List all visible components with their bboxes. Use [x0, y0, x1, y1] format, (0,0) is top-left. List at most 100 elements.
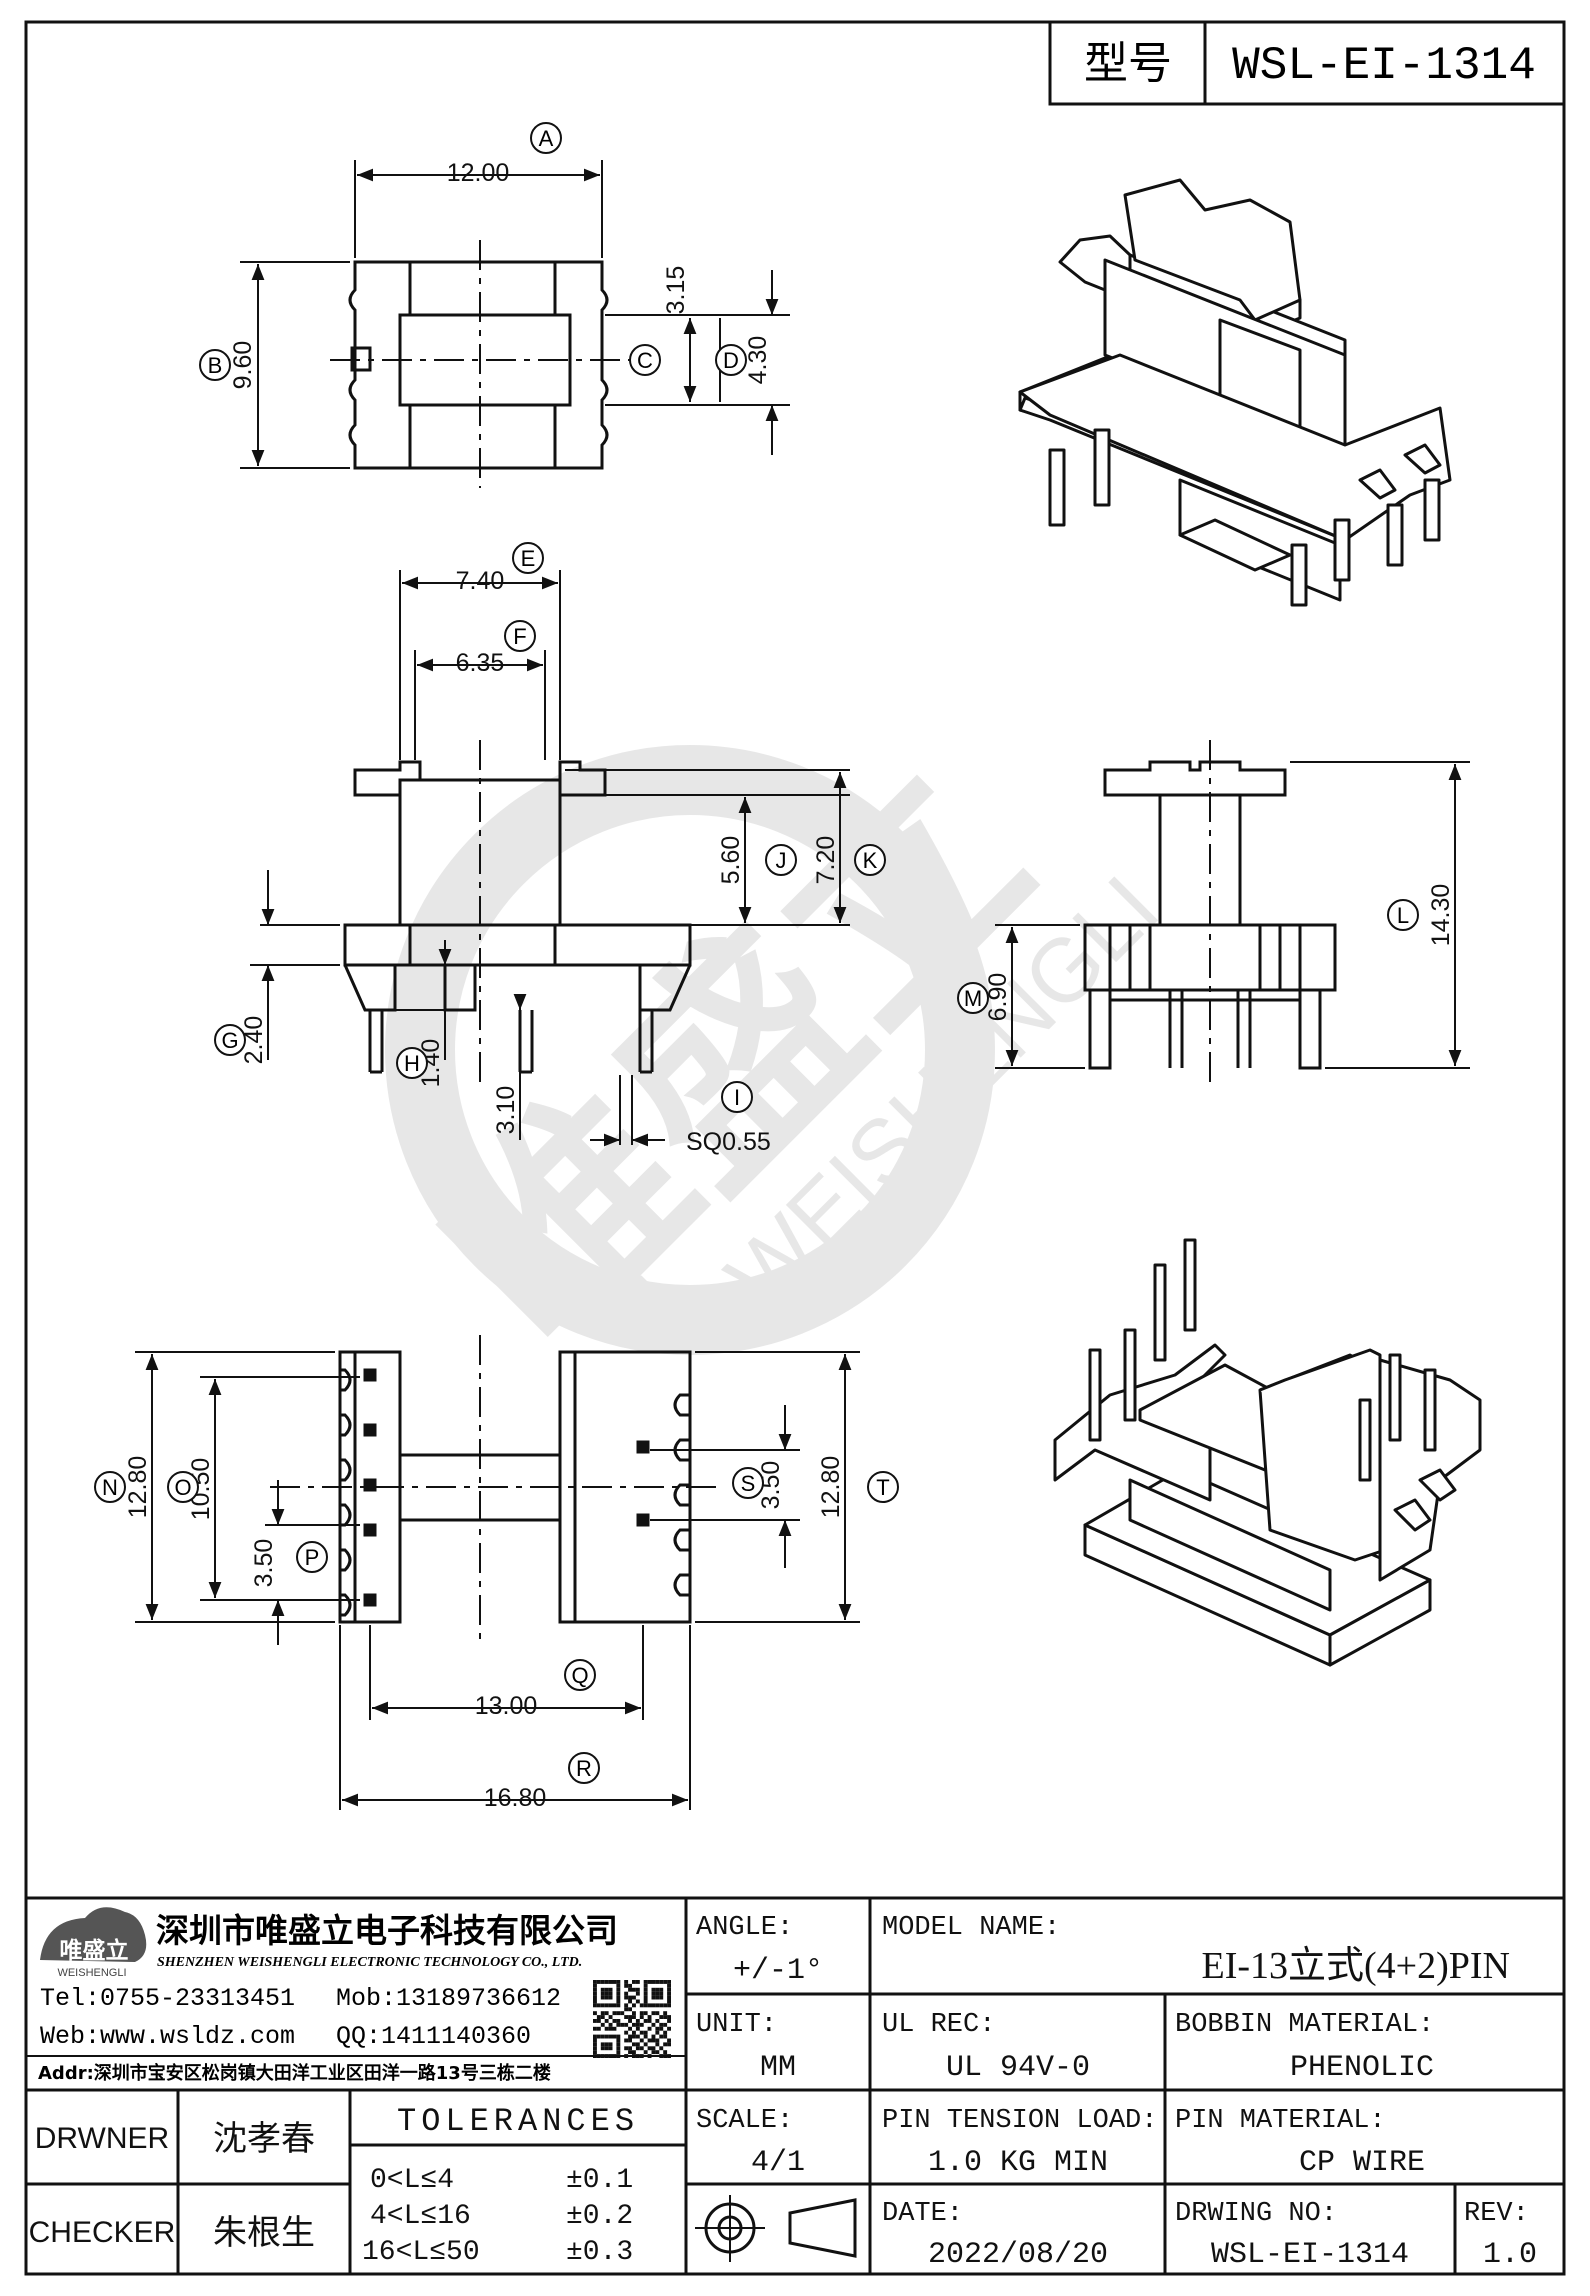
checker-value: 朱根生 — [213, 2213, 315, 2253]
callout-n: N — [94, 1471, 126, 1503]
callout-o: O — [167, 1471, 199, 1503]
header-model-box: 型号 WSL-EI-1314 — [1048, 20, 1566, 106]
callout-t: T — [867, 1471, 899, 1503]
company-web: Web:www.wsldz.com — [40, 2022, 295, 2051]
bottom-view — [270, 1335, 720, 1640]
callout-letter: G — [221, 1028, 238, 1053]
callout-m: M — [957, 982, 989, 1014]
projection-symbol-icon — [695, 2195, 857, 2262]
rev-value: 1.0 — [1483, 2238, 1537, 2272]
callout-letter: J — [776, 848, 787, 873]
dim-p-value: 3.50 — [250, 1539, 278, 1588]
dim-n-value: 12.80 — [124, 1456, 152, 1519]
top-view — [330, 240, 640, 488]
scale-label: SCALE: — [696, 2106, 793, 2136]
bottom-view-dims — [135, 1351, 860, 1810]
tol-range-0: 0<L≤4 — [370, 2165, 454, 2196]
callout-h: H — [396, 1047, 428, 1079]
tension-label: PIN TENSION LOAD: — [882, 2106, 1157, 2136]
callout-a: A — [530, 122, 562, 154]
callout-s: S — [732, 1467, 764, 1499]
company-block: 唯盛立 WEISHENGLI 深圳市唯盛立电子科技有限公司 SHENZHEN W… — [26, 1907, 686, 2084]
callout-letter: C — [637, 348, 653, 373]
logo-en: WEISHENGLI — [57, 1967, 126, 1979]
header-model-value: WSL-EI-1314 — [1232, 40, 1536, 92]
callout-d: D — [715, 344, 747, 376]
pin-material-value: CP WIRE — [1299, 2146, 1425, 2180]
qr-code-icon — [593, 1980, 671, 2058]
bobbin-value: PHENOLIC — [1290, 2051, 1434, 2085]
drawing-no-value: WSL-EI-1314 — [1211, 2238, 1409, 2272]
date-value: 2022/08/20 — [928, 2238, 1108, 2272]
dim-l-value: 14.30 — [1427, 884, 1455, 947]
unit-label: UNIT: — [696, 2010, 777, 2040]
callout-letter: S — [741, 1471, 756, 1496]
dimension-callouts: A B C D E F G H I J K L M N O P Q R S T — [94, 122, 1419, 1784]
callout-letter: N — [102, 1475, 118, 1500]
callout-e: E — [512, 542, 544, 574]
date-label: DATE: — [882, 2199, 963, 2229]
tol-value-2: ±0.3 — [566, 2237, 633, 2268]
callout-b: B — [199, 349, 231, 381]
callout-letter: E — [521, 546, 536, 571]
tol-range-1: 4<L≤16 — [370, 2201, 471, 2232]
tol-range-2: 16<L≤50 — [362, 2237, 480, 2268]
isometric-bottom-view — [1053, 1238, 1482, 1667]
watermark: 唯盛立 WEISHENGLI — [385, 720, 1178, 1397]
dim-i2-value: 3.10 — [492, 1086, 520, 1135]
drawing-no-label: DRWING NO: — [1175, 2199, 1337, 2229]
tolerances-title: TOLERANCES — [397, 2103, 639, 2140]
model-name-value: EI-13立式(4+2)PIN — [1202, 1945, 1511, 1987]
callout-letter: K — [863, 848, 878, 873]
logo-cn: 唯盛立 — [60, 1937, 129, 1964]
callout-letter: T — [876, 1475, 889, 1500]
callout-p: P — [296, 1541, 328, 1573]
company-addr: Addr:深圳市宝安区松岗镇大田洋工业区田洋一路13号三栋二楼 — [38, 2062, 551, 2084]
callout-letter: F — [513, 624, 526, 649]
company-name-en: SHENZHEN WEISHENGLI ELECTRONIC TECHNOLOG… — [157, 1955, 582, 1970]
dim-r-value: 16.80 — [484, 1784, 547, 1812]
pin-material-label: PIN MATERIAL: — [1175, 2106, 1386, 2136]
dimension-texts: 12.00 9.60 4.30 3.15 7.40 6.35 5.60 7.20… — [124, 159, 1455, 1812]
title-block — [26, 1896, 1564, 2274]
callout-f: F — [504, 620, 536, 652]
checker-label: CHECKER — [29, 2216, 176, 2249]
dim-t-value: 12.80 — [817, 1456, 845, 1519]
callout-letter: B — [208, 353, 223, 378]
callout-j: J — [765, 844, 797, 876]
callout-c: C — [629, 344, 661, 376]
drawer-label: DRWNER — [35, 2122, 169, 2155]
callout-letter: D — [723, 348, 739, 373]
callout-letter: I — [734, 1085, 740, 1110]
ul-label: UL REC: — [882, 2010, 995, 2040]
company-tel: Tel:0755-23313451 — [40, 1984, 295, 2013]
drawer-value: 沈孝春 — [213, 2119, 315, 2159]
company-qq: QQ:1411140360 — [336, 2022, 531, 2051]
ul-value: UL 94V-0 — [946, 2051, 1090, 2085]
front-view — [343, 740, 692, 1090]
scale-value: 4/1 — [751, 2146, 805, 2180]
callout-letter: R — [576, 1756, 592, 1781]
bobbin-label: BOBBIN MATERIAL: — [1175, 2010, 1434, 2040]
tol-value-0: ±0.1 — [566, 2165, 633, 2196]
side-view — [1083, 740, 1337, 1090]
callout-letter: Q — [571, 1663, 588, 1688]
angle-label: ANGLE: — [696, 1913, 793, 1943]
callout-letter: L — [1397, 903, 1409, 928]
dim-d-value: 4.30 — [744, 336, 772, 385]
dim-d2-value: 3.15 — [662, 266, 690, 315]
unit-value: MM — [760, 2051, 796, 2085]
callout-i: I — [721, 1081, 753, 1113]
callout-letter: H — [404, 1051, 420, 1076]
company-name-cn: 深圳市唯盛立电子科技有限公司 — [156, 1911, 618, 1950]
callout-letter: P — [305, 1545, 320, 1570]
callout-letter: M — [964, 986, 982, 1011]
dim-j-value: 5.60 — [717, 836, 745, 885]
front-view-dims — [250, 570, 850, 1147]
title-block-text: ANGLE: +/-1° MODEL NAME: EI-13立式(4+2)PIN… — [29, 1913, 1537, 2272]
side-view-dims — [995, 761, 1470, 1069]
rev-label: REV: — [1464, 2199, 1529, 2229]
angle-value: +/-1° — [733, 1954, 823, 1988]
callout-q: Q — [564, 1659, 596, 1691]
